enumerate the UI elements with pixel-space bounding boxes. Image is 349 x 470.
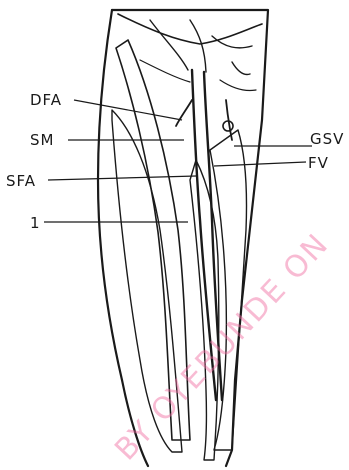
sfa-leader [48, 176, 196, 180]
inguinal-region [118, 14, 262, 91]
quadriceps-muscle [190, 160, 219, 460]
label-one: 1 [30, 214, 41, 232]
label-gsv: GSV [310, 130, 344, 148]
leader-lines [44, 100, 312, 222]
label-dfa: DFA [30, 91, 62, 109]
deep-femoral-artery [176, 100, 192, 126]
fv-leader [214, 162, 306, 166]
watermark-text: BY OYEBUNDE ON [108, 227, 336, 468]
label-sfa: SFA [6, 172, 36, 190]
label-fv: FV [308, 154, 329, 172]
dfa-leader [74, 100, 182, 120]
label-sm: SM [30, 131, 54, 149]
great-saphenous-vein [226, 100, 232, 140]
